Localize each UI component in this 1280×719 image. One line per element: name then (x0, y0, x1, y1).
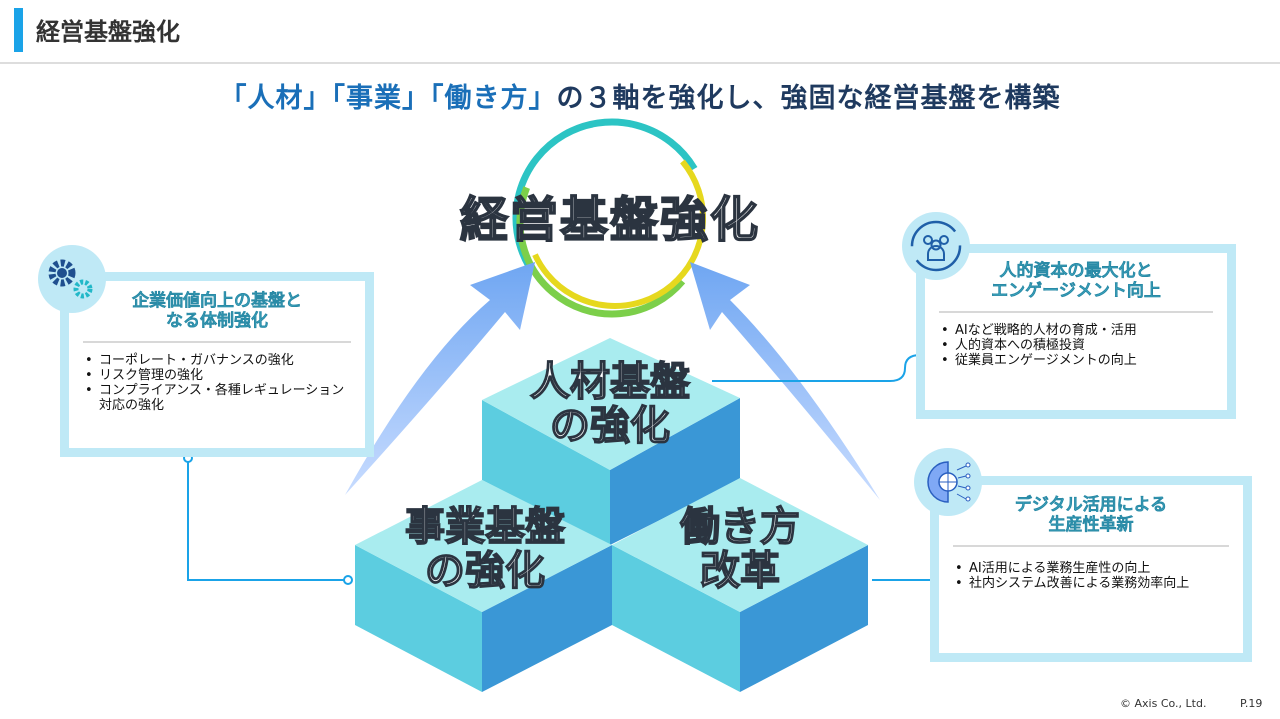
connector-dot (343, 575, 353, 585)
card-divider (953, 545, 1229, 547)
list-item: 社内システム改善による業務効率向上 (953, 576, 1229, 591)
card-title-line: エンゲージメント向上 (991, 281, 1161, 301)
cube-right (612, 478, 868, 692)
list-item: コンプライアンス・各種レギュレーション対応の強化 (83, 383, 351, 413)
cube-top-line2: の強化 (549, 403, 671, 449)
card-title-line: なる体制強化 (166, 311, 268, 331)
headline-q1: 「人材」 (219, 83, 332, 114)
left-arrow (345, 262, 535, 495)
card-title-line: 企業価値向上の基盤と (132, 291, 302, 311)
cube-left-line1: 事業基盤 (404, 504, 566, 550)
cube-top-label: 人材基盤の強化 (500, 359, 720, 449)
cube-left-line2: の強化 (424, 548, 546, 594)
card-title: 人的資本の最大化とエンゲージメント向上 (939, 261, 1213, 301)
card-title: デジタル活用による生産性革新 (953, 495, 1229, 535)
headline-q3: 「働き方」 (430, 83, 557, 114)
headline: 「人材」「事業」「働き方」の３軸を強化し、強固な経営基盤を構築 (0, 76, 1280, 115)
card-title: 企業価値向上の基盤となる体制強化 (83, 291, 351, 331)
card-divider (83, 341, 351, 343)
cube-top-line1: 人材基盤 (529, 359, 691, 405)
page-number: P.19 (1240, 697, 1263, 710)
card-list: AI活用による業務生産性の向上 社内システム改善による業務効率向上 (953, 561, 1229, 591)
card-divider (939, 311, 1213, 313)
list-item: リスク管理の強化 (83, 368, 351, 383)
page-title: 経営基盤強化 (36, 18, 180, 46)
cube-right-label: 働き方改革 (630, 504, 850, 594)
headline-rest: の３軸を強化し、強固な経営基盤を構築 (556, 83, 1061, 114)
list-item: 人的資本への積極投資 (939, 338, 1213, 353)
cube-right-line1: 働き方 (679, 504, 801, 550)
card-title-line: 人的資本の最大化と (999, 261, 1153, 281)
list-item: 従業員エンゲージメントの向上 (939, 353, 1213, 368)
footer-copyright: © Axis Co., Ltd. (1120, 697, 1207, 710)
cube-right-line2: 改革 (699, 548, 781, 594)
card-list: AIなど戦略的人材の育成・活用 人的資本への積極投資 従業員エンゲージメントの向… (939, 323, 1213, 368)
digital-gear-globe-icon (914, 448, 982, 516)
center-title: 経営基盤強化 (459, 191, 760, 249)
list-item: コーポレート・ガバナンスの強化 (83, 353, 351, 368)
header-divider (0, 62, 1280, 64)
headline-q2: 「事業」 (331, 83, 430, 114)
header-accent-bar (14, 8, 23, 52)
gears-icon (38, 245, 106, 313)
card-title-line: デジタル活用による (1014, 495, 1168, 515)
list-item: AIなど戦略的人材の育成・活用 (939, 323, 1213, 338)
cube-top (482, 338, 740, 545)
cube-left-label: 事業基盤の強化 (375, 504, 595, 594)
cube-left (355, 480, 612, 692)
card-title-line: 生産性革新 (1048, 515, 1134, 535)
top-right-connector (712, 354, 930, 382)
left-connector (187, 458, 348, 581)
card-list: コーポレート・ガバナンスの強化 リスク管理の強化 コンプライアンス・各種レギュレ… (83, 353, 351, 413)
list-item: AI活用による業務生産性の向上 (953, 561, 1229, 576)
people-cycle-icon (902, 212, 970, 280)
